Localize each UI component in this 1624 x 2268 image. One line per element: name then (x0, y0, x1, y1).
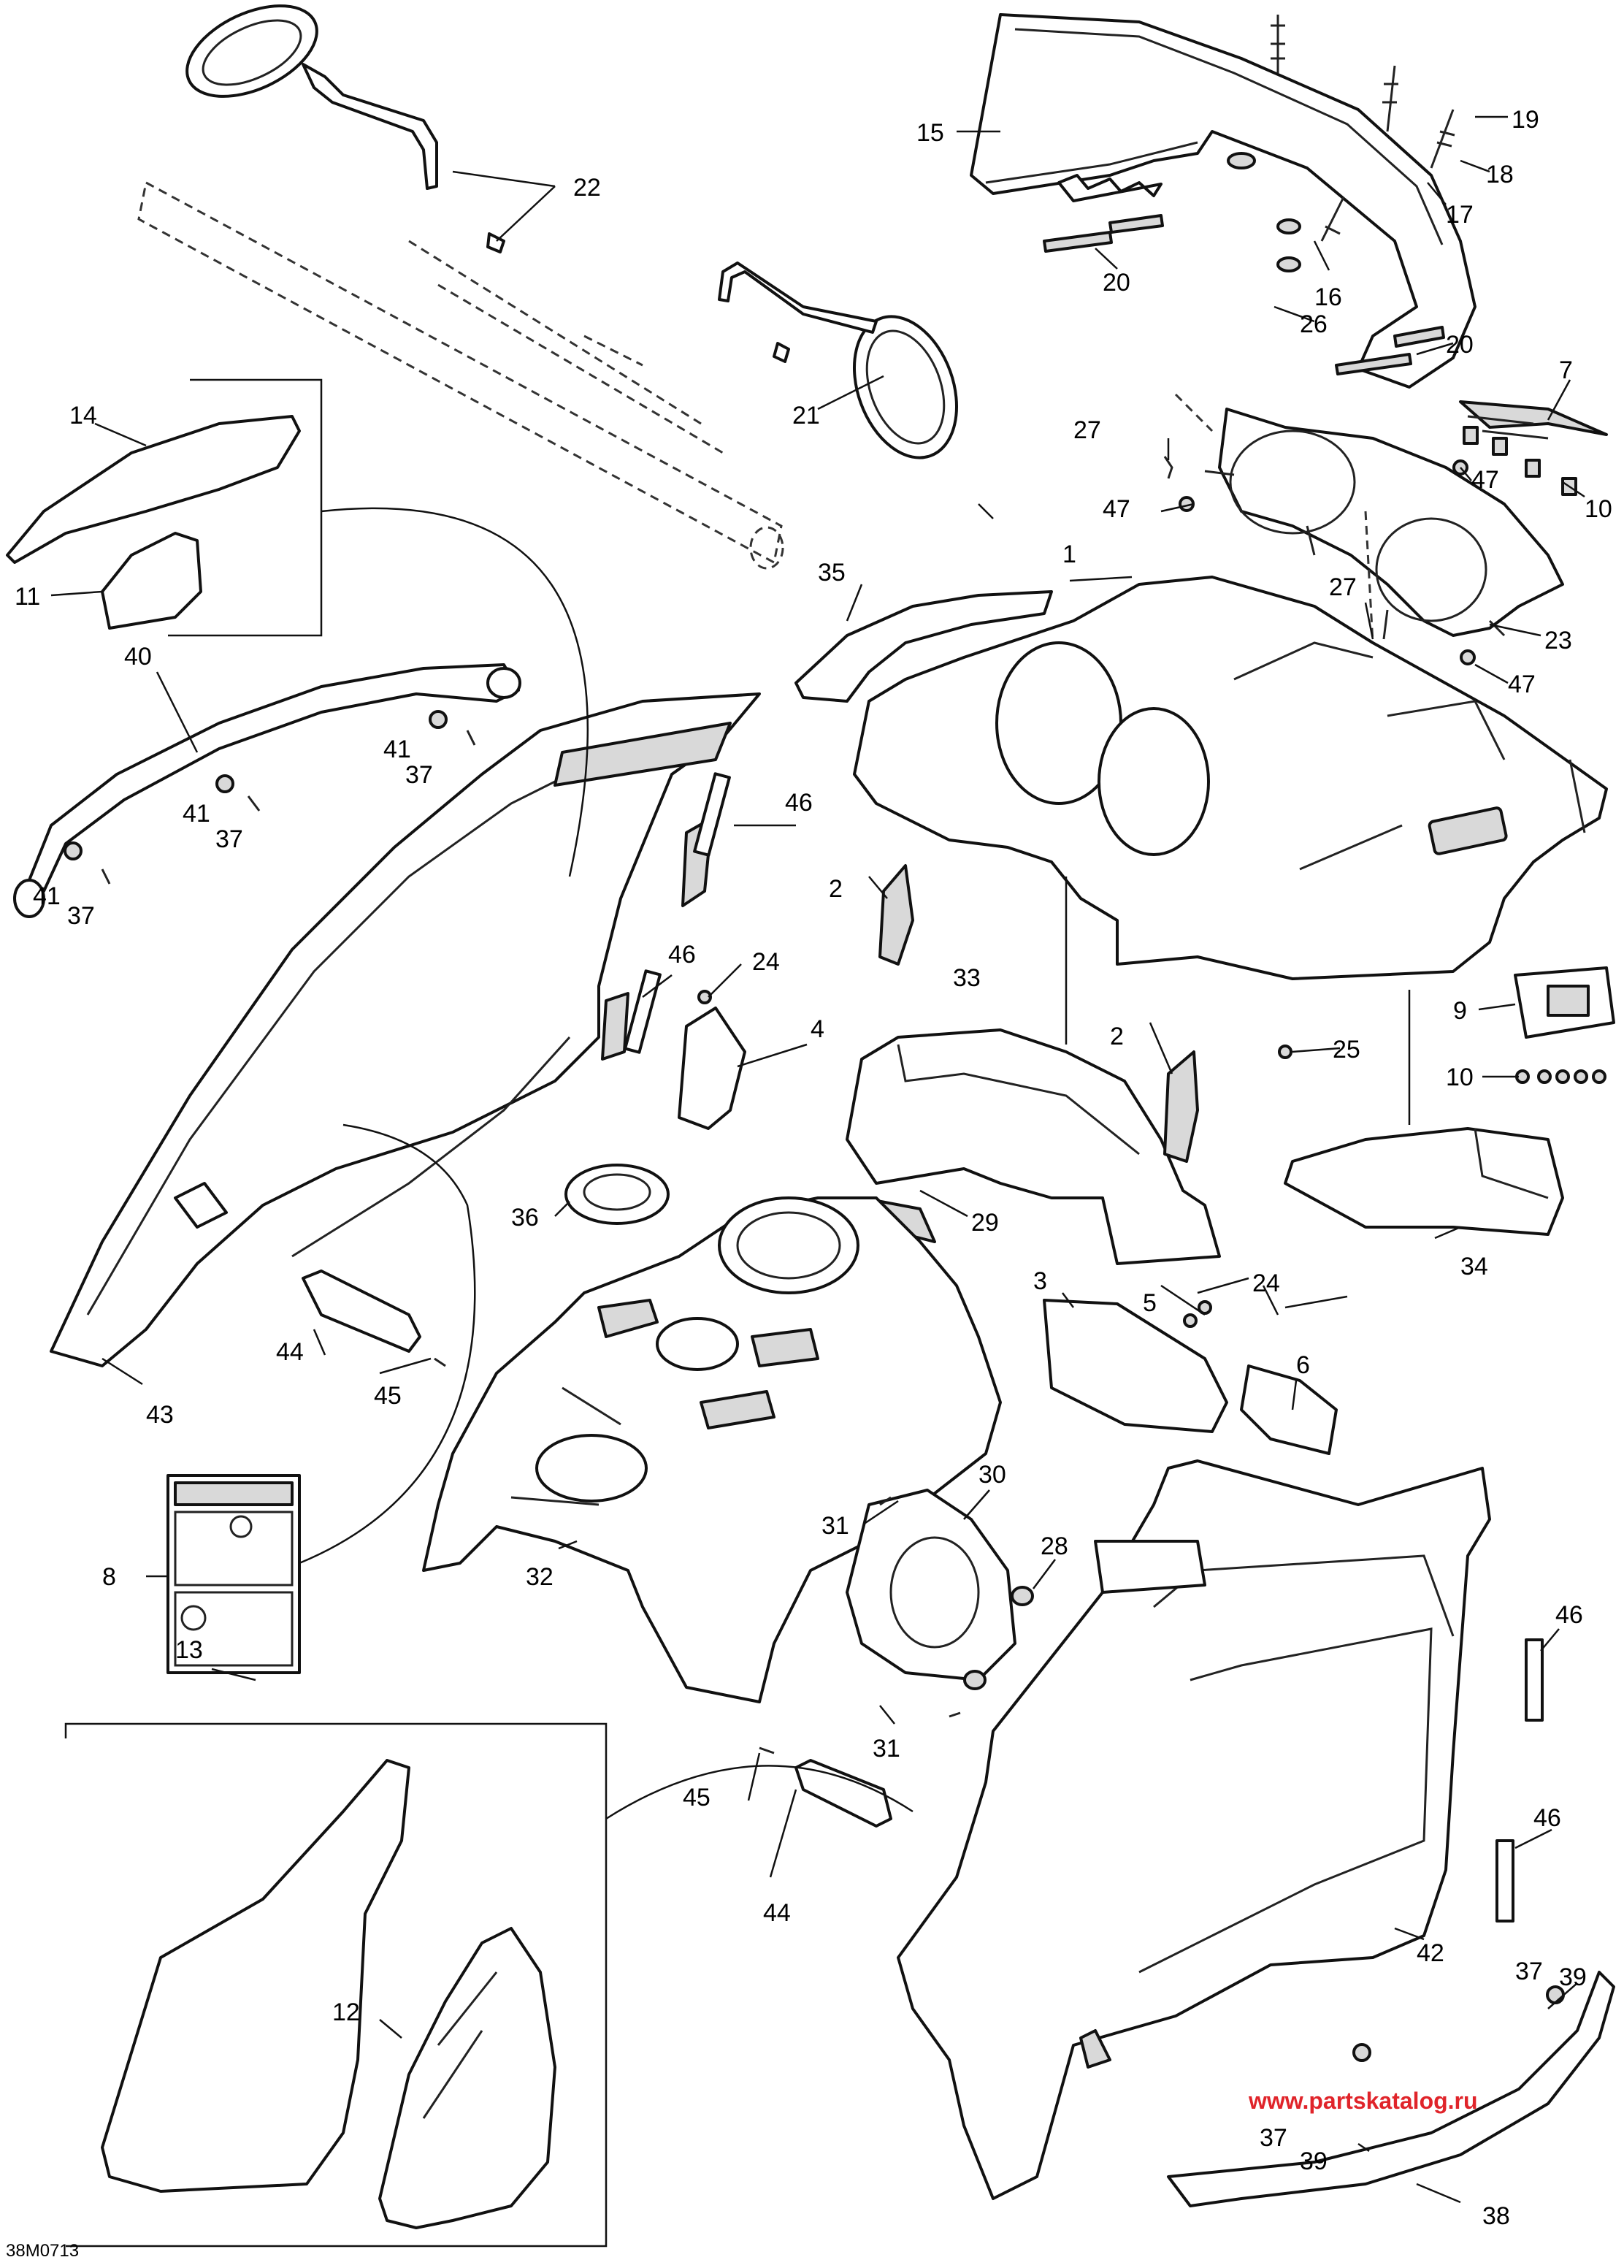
inset-14-11 (6, 378, 323, 637)
callout-27: 27 (1329, 573, 1357, 601)
callout-37: 37 (1260, 2124, 1287, 2152)
callout-40: 40 (124, 643, 152, 671)
callout-37: 37 (405, 761, 433, 789)
callout-4: 4 (811, 1015, 824, 1043)
callout-34: 34 (1460, 1253, 1488, 1280)
callout-45: 45 (374, 1382, 402, 1410)
callout-14: 14 (69, 402, 97, 429)
callout-20: 20 (1446, 331, 1474, 359)
holder-30 (846, 1489, 1034, 1718)
pad-35 (794, 590, 1053, 703)
callout-47: 47 (1471, 466, 1499, 494)
callout-9: 9 (1453, 997, 1467, 1025)
callout-42: 42 (1417, 1939, 1444, 1967)
callout-37: 37 (215, 825, 243, 853)
trim-38 (1167, 1971, 1615, 2207)
callout-1: 1 (1062, 541, 1076, 568)
left-side-panel-43 (50, 692, 761, 1367)
callout-30: 30 (978, 1461, 1006, 1489)
callout-24: 24 (752, 948, 780, 976)
callout-29: 29 (971, 1209, 999, 1237)
handlebar-mirror-assembly (137, 4, 959, 570)
pad-33 (846, 1028, 1221, 1265)
right-side-panel-42 (897, 1459, 1491, 2200)
callout-46: 46 (1533, 1804, 1561, 1832)
callout-41: 41 (33, 882, 61, 910)
leader-lines (50, 115, 1585, 2204)
callout-15: 15 (916, 119, 944, 147)
assembly-arrows (299, 507, 1411, 1820)
callout-46: 46 (785, 789, 813, 817)
callout-45: 45 (683, 1784, 710, 1811)
callout-22: 22 (573, 174, 601, 202)
callout-31: 31 (873, 1735, 900, 1763)
callout-2: 2 (1110, 1023, 1124, 1050)
callout-43: 43 (146, 1401, 174, 1429)
handle-44-right (759, 1746, 892, 1828)
callout-36: 36 (511, 1204, 539, 1232)
callout-47: 47 (1103, 495, 1130, 523)
callout-32: 32 (526, 1563, 554, 1591)
callout-16: 16 (1314, 283, 1342, 311)
callout-19: 19 (1512, 106, 1539, 134)
callout-10: 10 (1585, 495, 1612, 523)
callout-11: 11 (15, 583, 40, 611)
watermark-link[interactable]: www.partskatalog.ru (1249, 2088, 1478, 2114)
callout-33: 33 (953, 964, 981, 992)
callout-6: 6 (1296, 1351, 1310, 1379)
callout-47: 47 (1508, 671, 1536, 698)
callout-41: 41 (183, 800, 210, 828)
callout-39: 39 (1559, 1963, 1587, 1991)
callout-2: 2 (829, 875, 843, 903)
callout-38: 38 (1482, 2202, 1510, 2230)
callout-39: 39 (1300, 2147, 1328, 2175)
brackets-small (678, 864, 1338, 1455)
callout-25: 25 (1333, 1036, 1360, 1064)
grab-handle-40 (13, 663, 521, 918)
callout-8: 8 (102, 1563, 116, 1591)
callout-5: 5 (1143, 1289, 1157, 1317)
callout-20: 20 (1103, 269, 1130, 297)
callout-41: 41 (383, 736, 411, 763)
callout-18: 18 (1486, 161, 1514, 188)
callout-24: 24 (1252, 1269, 1280, 1297)
callout-labels: 1 2 2 3 4 5 6 7 8 9 10 10 11 12 13 14 15… (15, 106, 1612, 2230)
callout-28: 28 (1041, 1532, 1068, 1560)
pad-34 (1284, 1127, 1564, 1236)
callout-21: 21 (792, 402, 820, 429)
callout-37: 37 (1515, 1958, 1543, 1985)
callout-10: 10 (1446, 1064, 1474, 1091)
callout-3: 3 (1033, 1267, 1047, 1295)
inset-13-12 (64, 1722, 608, 2248)
windshield-visor (970, 13, 1476, 389)
callout-37: 37 (67, 902, 95, 930)
callout-13: 13 (175, 1636, 203, 1664)
callout-44: 44 (276, 1338, 304, 1366)
callout-35: 35 (818, 559, 846, 587)
callout-12: 12 (332, 1998, 360, 2026)
callout-44: 44 (763, 1899, 791, 1927)
document-code: 38M0713 (6, 2241, 80, 2261)
handle-44-left (302, 1269, 446, 1367)
callout-46: 46 (668, 941, 696, 969)
gauge-support (1163, 393, 1608, 665)
callout-27: 27 (1073, 416, 1101, 444)
callout-46: 46 (1555, 1601, 1583, 1629)
label-8 (166, 1474, 301, 1674)
callout-26: 26 (1300, 310, 1328, 338)
console-cover (853, 576, 1608, 980)
center-tray-32 (422, 1196, 1002, 1703)
callout-23: 23 (1544, 627, 1572, 654)
callout-7: 7 (1559, 356, 1573, 384)
cover-plate-9 (1514, 966, 1615, 1084)
callout-31: 31 (821, 1512, 849, 1540)
callout-17: 17 (1446, 201, 1474, 229)
